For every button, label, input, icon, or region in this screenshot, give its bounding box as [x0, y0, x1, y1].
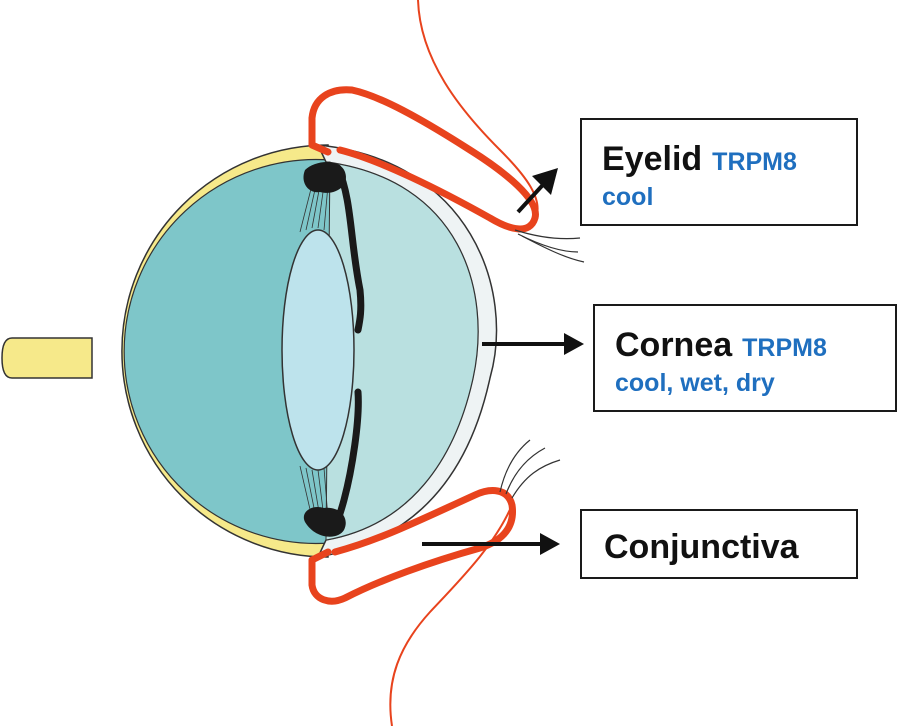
eyelid-stimulus: cool: [602, 183, 654, 211]
arrow-cornea: [482, 333, 584, 355]
cornea-label-box: Cornea TRPM8 cool, wet, dry: [593, 304, 897, 412]
arrow-conjunctiva: [422, 533, 560, 555]
optic-nerve: [1, 337, 93, 379]
cornea-stimulus: cool, wet, dry: [615, 369, 775, 397]
iris-top: [334, 164, 365, 334]
upper-eyelashes: [514, 229, 585, 263]
lower-eyelid: [308, 487, 517, 605]
lens: [281, 229, 355, 471]
conjunctiva-label-box: Conjunctiva: [580, 509, 858, 579]
anterior-chamber: [325, 161, 479, 541]
cornea-gene: TRPM8: [742, 334, 827, 362]
eyelid-label-box: Eyelid TRPM8 cool: [580, 118, 858, 226]
vitreous-body: [123, 158, 331, 545]
lower-eyelid-skin: [389, 504, 513, 726]
eyelid-gene: TRPM8: [712, 148, 797, 176]
arrow-eyelid: [516, 168, 558, 214]
lower-eyelashes: [499, 439, 561, 499]
upper-eyelid: [308, 86, 539, 233]
conjunctiva-title: Conjunctiva: [604, 528, 799, 566]
iris-bottom: [330, 388, 362, 536]
eyelid-title: Eyelid: [602, 140, 703, 178]
cornea-title: Cornea: [615, 326, 733, 364]
